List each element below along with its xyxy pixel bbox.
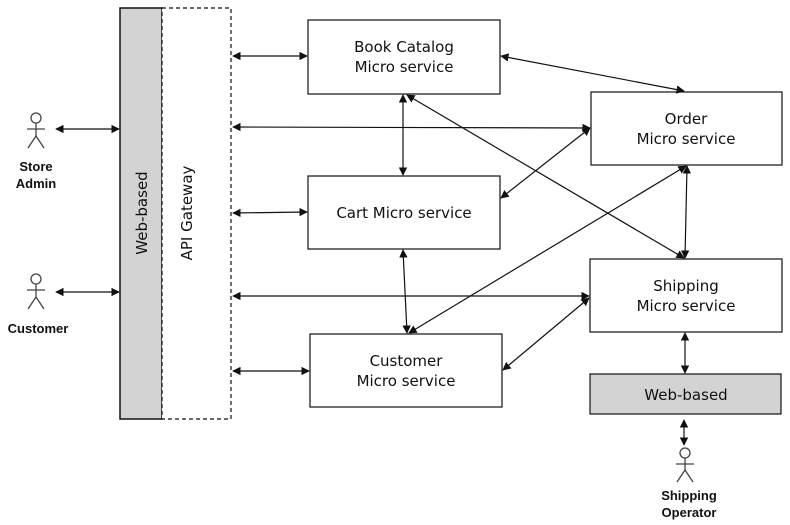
shipping-line-2: Micro service (637, 297, 736, 315)
shipping-web-based-box: Web-based (589, 373, 782, 415)
order-line-2: Micro service (637, 130, 736, 148)
customer-service-line-1: Customer (370, 352, 444, 370)
customer-actor-label: Customer (8, 321, 69, 336)
arrow-cart-order (500, 127, 591, 199)
shipping-web-based-label: Web-based (644, 386, 727, 404)
shipping-service: Shipping Micro service (589, 258, 783, 333)
arrow-cart-customer-service (399, 249, 411, 334)
store-admin-actor-icon (27, 112, 45, 149)
order-service: Order Micro service (590, 91, 783, 166)
arrow-book-catalog-order (500, 53, 685, 94)
book-catalog-service: Book Catalog Micro service (307, 19, 501, 95)
shipping-operator-actor-icon (676, 447, 694, 483)
customer-service: Customer Micro service (309, 333, 503, 408)
customer-actor-icon (27, 273, 45, 310)
web-based-label: Web-based (133, 171, 151, 254)
arrow-gateway-cart (232, 207, 308, 218)
web-based-column (119, 7, 163, 420)
arrow-customer-service-order (408, 165, 687, 334)
cart-service: Cart Micro service (307, 175, 501, 250)
order-line-1: Order (665, 110, 708, 128)
shipping-operator-label-2: Operator (662, 505, 717, 520)
book-catalog-line-1: Book Catalog (354, 38, 454, 56)
book-catalog-line-2: Micro service (355, 58, 454, 76)
connections (55, 51, 692, 446)
arrow-customer-service-shipping (502, 297, 590, 371)
cart-line-1: Cart Micro service (336, 204, 471, 222)
arrow-order-shipping (680, 165, 692, 259)
shipping-operator-label-1: Shipping (661, 488, 717, 503)
store-admin-label-2: Admin (16, 176, 57, 191)
shipping-line-1: Shipping (653, 277, 718, 295)
arrow-gateway-order (232, 122, 591, 133)
api-gateway-label: API Gateway (178, 165, 196, 260)
api-gateway-column (161, 7, 232, 420)
store-admin-label-1: Store (19, 159, 52, 174)
customer-service-line-2: Micro service (357, 372, 456, 390)
